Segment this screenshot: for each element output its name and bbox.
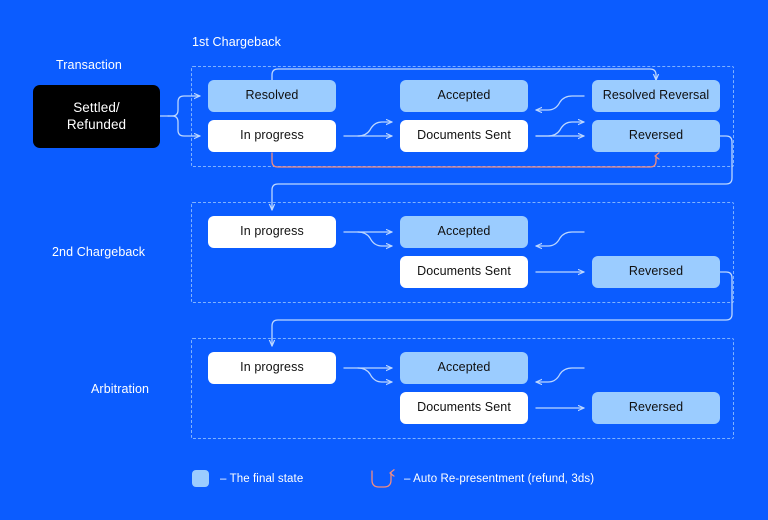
legend-final-state-label: – The final state [220, 472, 304, 485]
node-settled-refunded[interactable]: Settled/ Refunded [33, 85, 160, 148]
wire-origin-to-inprogress [167, 115, 201, 136]
node-r1-documents-sent[interactable]: Documents Sent [400, 120, 528, 152]
node-r2-accepted[interactable]: Accepted [400, 216, 528, 248]
wire-r1-reversed-to-accepted [535, 95, 585, 110]
wire-r2-reversed-to-accepted [535, 231, 585, 246]
legend-auto-representment-label: – Auto Re-presentment (refund, 3ds) [404, 473, 595, 485]
wire-auto-representment [271, 153, 656, 168]
lane-second-chargeback [191, 202, 734, 303]
lane-arbitration [191, 338, 734, 439]
legend-auto-representment: – Auto Re-presentment (refund, 3ds) [368, 466, 594, 492]
wire-resolved-to-resolved-reversal [271, 68, 656, 81]
node-r2-reversed[interactable]: Reversed [592, 256, 720, 288]
final-state-swatch-icon [192, 470, 209, 487]
node-r3-in-progress[interactable]: In progress [208, 352, 336, 384]
wire-r2-reversed-to-lane3 [272, 271, 733, 347]
node-r1-reversed[interactable]: Reversed [592, 120, 720, 152]
node-r1-accepted[interactable]: Accepted [400, 80, 528, 112]
wire-r3-reversed-to-accepted [535, 367, 585, 382]
auto-representment-icon [368, 466, 398, 492]
wire-r1-reversed-to-accepted-hint [535, 122, 585, 137]
node-r1-in-progress[interactable]: In progress [208, 120, 336, 152]
node-label-line2: Refunded [66, 116, 127, 132]
node-r2-documents-sent[interactable]: Documents Sent [400, 256, 528, 288]
wire-r1-reversed-to-lane2 [272, 135, 733, 211]
node-r3-accepted[interactable]: Accepted [400, 352, 528, 384]
wire-r1-inprogress-to-accepted [357, 122, 393, 137]
wire-r3-inprogress-to-documents [357, 367, 393, 382]
label-second-chargeback: 2nd Chargeback [52, 245, 146, 259]
wire-r2-inprogress-to-documents [357, 231, 393, 246]
label-transaction: Transaction [56, 58, 122, 72]
node-r3-documents-sent[interactable]: Documents Sent [400, 392, 528, 424]
legend-final-state: – The final state [192, 470, 303, 487]
node-r1-resolved-reversal[interactable]: Resolved Reversal [592, 80, 720, 112]
node-r2-in-progress[interactable]: In progress [208, 216, 336, 248]
node-r1-resolved[interactable]: Resolved [208, 80, 336, 112]
title-first-chargeback: 1st Chargeback [192, 35, 281, 49]
node-label-line1: Settled/ [73, 99, 120, 115]
node-r3-reversed[interactable]: Reversed [592, 392, 720, 424]
label-arbitration: Arbitration [91, 382, 150, 396]
wire-origin-to-resolved [167, 96, 201, 117]
